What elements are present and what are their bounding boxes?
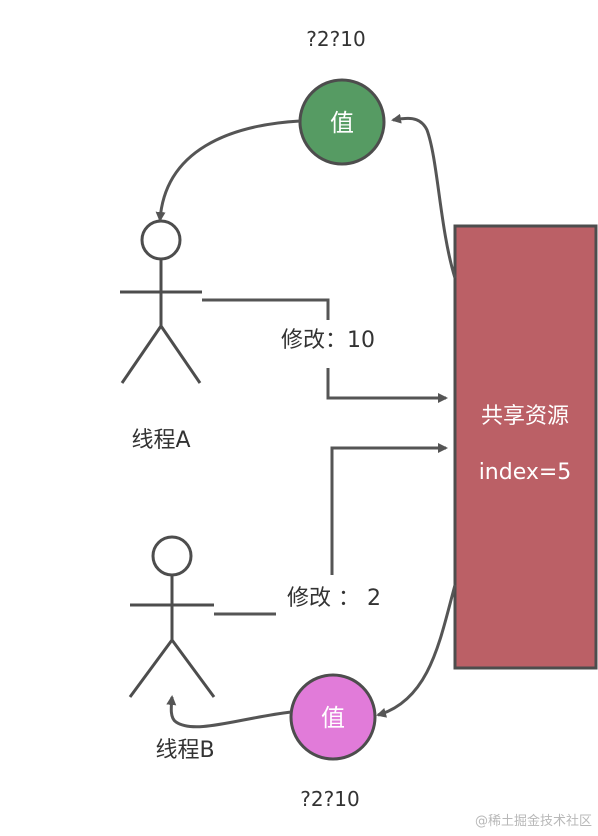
arrow-top-value-to-thread-a [155,119,301,222]
value-node-bottom-caption: ?2?10 [300,787,359,811]
thread-b-label: 线程B [155,738,214,763]
thread-a-label: 线程A [131,428,190,453]
value-node-bottom-label: 值 [321,704,345,732]
arrow-resource-to-bottom-value [376,584,457,718]
arrow-thread-b-to-resource [330,443,448,575]
shared-resource-index: index=5 [479,460,572,485]
shared-resource-title: 共享资源 [481,404,569,429]
thread-a-figure [120,219,202,384]
modify-b-label: 修改 ： 2 [287,586,381,611]
connector-thread-a-to-resource [202,298,330,320]
value-node-top-caption: ?2?10 [306,27,365,51]
arrow-resource-to-top-value [391,113,457,279]
shared-resource-box: 共享资源 index=5 [453,224,598,670]
value-node-top: 值 [298,78,386,166]
arrow-bottom-value-to-thread-b [166,695,292,729]
thread-b-figure [128,535,216,698]
value-node-top-label: 值 [330,109,354,137]
arrow-thread-a-to-resource [326,368,448,403]
modify-a-label: 修改：10 [281,328,375,353]
value-node-bottom: 值 [289,673,377,761]
watermark: @稀土掘金技术社区 [475,813,592,829]
